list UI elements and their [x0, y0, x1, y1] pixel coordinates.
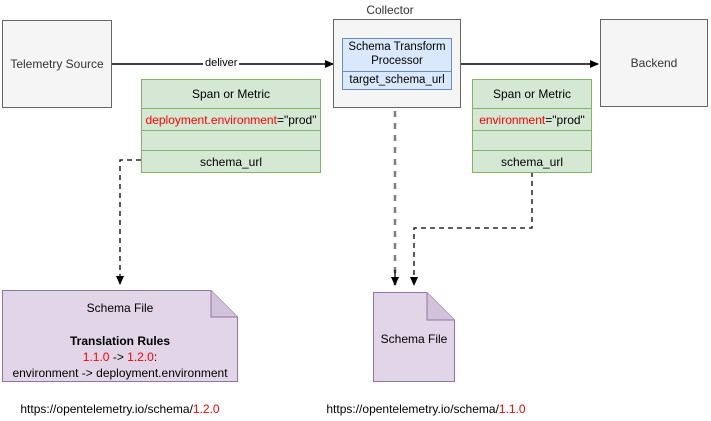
note-left-content: Schema File Translation Rules 1.1.0 -> 1…	[2, 290, 238, 382]
processor-field: target_schema_url	[343, 70, 451, 89]
node-collector-label: Collector	[366, 3, 414, 17]
schema-file-left-rules: Translation Rules 1.1.0 -> 1.2.0: enviro…	[2, 334, 238, 381]
translation-rules-heading: Translation Rules	[69, 334, 171, 348]
caption-left-url-prefix: https://opentelemetry.io/schema/	[20, 402, 193, 416]
span-right-empty-row	[473, 130, 591, 150]
caption-left-schema-url: https://opentelemetry.io/schema/1.2.0	[2, 402, 238, 416]
caption-right-url-prefix: https://opentelemetry.io/schema/	[326, 402, 499, 416]
span-left-attribute: deployment.environment="prod"	[142, 107, 320, 131]
rules-version-to: 1.2.0	[127, 349, 154, 364]
span-right-attribute-value: ="prod"	[545, 112, 585, 127]
node-backend[interactable]: Backend	[600, 19, 708, 107]
note-shape-left	[2, 290, 238, 382]
node-schema-file-left[interactable]: Schema File Translation Rules 1.1.0 -> 1…	[2, 290, 238, 382]
rules-mapping: environment -> deployment.environment	[12, 365, 228, 380]
span-left-header: Span or Metric	[191, 86, 271, 101]
node-telemetry-source[interactable]: Telemetry Source	[2, 20, 112, 108]
span-left-empty-row	[142, 130, 320, 150]
rules-colon: :	[153, 349, 158, 364]
note-shape-right	[373, 292, 455, 382]
span-left-attribute-key: deployment.environment	[145, 112, 277, 127]
schema-file-right-title: Schema File	[380, 332, 448, 346]
node-backend-label: Backend	[630, 56, 678, 70]
caption-left-url-version: 1.2.0	[192, 402, 220, 416]
span-left-schema-url: schema_url	[142, 150, 320, 172]
schema-file-left-title: Schema File	[86, 301, 154, 315]
edge-label-deliver: deliver	[203, 57, 240, 69]
node-schema-transform-processor[interactable]: Schema Transform Processor target_schema…	[342, 38, 452, 90]
node-span-or-metric-right[interactable]: Span or Metric environment="prod" schema…	[472, 79, 592, 173]
rules-arrow: ->	[109, 349, 128, 364]
note-right-content: Schema File	[373, 292, 455, 382]
processor-title: Schema Transform Processor	[348, 41, 446, 67]
span-right-attribute-key: environment	[479, 112, 546, 127]
span-left-attribute-value: ="prod"	[276, 112, 317, 127]
span-right-schema-url: schema_url	[473, 150, 591, 172]
rules-version-from: 1.1.0	[82, 349, 110, 364]
span-right-header: Span or Metric	[492, 86, 572, 101]
span-right-attribute: environment="prod"	[473, 107, 591, 131]
node-telemetry-source-label: Telemetry Source	[10, 57, 104, 71]
edge-left-schema-ref	[116, 159, 141, 285]
caption-right-schema-url: https://opentelemetry.io/schema/1.1.0	[306, 402, 546, 416]
node-schema-file-right[interactable]: Schema File	[373, 292, 455, 382]
caption-right-url-version: 1.1.0	[498, 402, 526, 416]
edge-right-schema-ref	[410, 172, 533, 286]
node-span-or-metric-left[interactable]: Span or Metric deployment.environment="p…	[141, 79, 321, 173]
